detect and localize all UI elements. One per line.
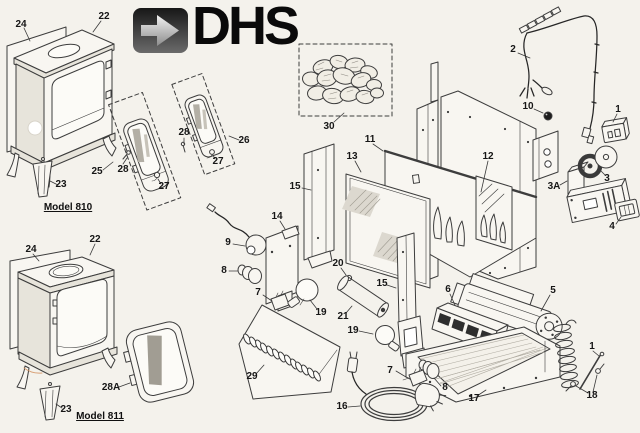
part-label-24-m810: 24 xyxy=(15,19,27,30)
coal-set-illustration xyxy=(298,43,393,117)
arrow-right-icon xyxy=(133,8,188,53)
leg-part-23-810 xyxy=(32,157,53,198)
brand-name: DHS xyxy=(192,0,300,56)
leg-part-23-811 xyxy=(39,382,61,421)
part-label-21: 21 xyxy=(337,311,349,322)
part-label-12: 12 xyxy=(482,151,494,162)
side-bracket-left-illustration xyxy=(303,143,335,269)
part-label-7-rear: 7 xyxy=(387,365,393,376)
fuel-bed-illustration xyxy=(238,304,341,400)
part-label-3a: 3A xyxy=(547,181,561,192)
part-label-8-front: 8 xyxy=(221,265,227,276)
door-panel-25 xyxy=(108,91,182,211)
part-label-27-left: 27 xyxy=(158,181,170,192)
part-label-13: 13 xyxy=(346,151,358,162)
part-label-28a: 28A xyxy=(101,382,121,393)
part-label-16: 16 xyxy=(336,401,348,412)
fan-and-control-illustration xyxy=(532,130,640,224)
door-panel-26 xyxy=(171,73,236,176)
part-label-30: 30 xyxy=(323,121,335,132)
part-label-10: 10 xyxy=(522,101,534,112)
part-label-19-rear: 19 xyxy=(347,325,359,336)
part-label-18: 18 xyxy=(586,390,598,401)
part-label-19-front: 19 xyxy=(315,307,327,318)
part-label-8-rear: 8 xyxy=(442,382,448,393)
part-label-15-left: 15 xyxy=(289,181,301,192)
door-screws-and-latches xyxy=(122,141,215,182)
part-label-24-m811: 24 xyxy=(25,244,37,255)
heater-assembly-illustration xyxy=(450,273,563,340)
part-label-5: 5 xyxy=(550,285,556,296)
spring-and-screws-illustration xyxy=(553,319,605,392)
stove-811-illustration xyxy=(9,249,118,421)
part-label-6: 6 xyxy=(445,284,451,295)
rear-lamp-illustration xyxy=(375,325,440,387)
spinner-assembly-illustration xyxy=(206,203,389,318)
thermal-switch-illustration xyxy=(601,117,630,144)
part-label-27-right: 27 xyxy=(212,156,224,167)
part-label-22-m811: 22 xyxy=(89,234,101,245)
model-811-caption: Model 811 xyxy=(76,411,124,422)
part-label-1-spring: 1 xyxy=(589,341,595,352)
grommet-illustration xyxy=(543,111,553,121)
part-label-25: 25 xyxy=(91,166,103,177)
part-label-28-right: 28 xyxy=(178,127,190,138)
flame-effect-panel-illustration xyxy=(475,175,513,251)
side-bracket-right-illustration xyxy=(396,232,427,369)
model-810-caption: Model 810 xyxy=(43,202,93,213)
part-label-23-m810: 23 xyxy=(55,179,67,190)
door-panel-28a xyxy=(123,321,195,403)
part-label-14: 14 xyxy=(271,211,283,222)
part-label-20: 20 xyxy=(332,258,344,269)
stove-810-illustration xyxy=(6,26,117,198)
part-label-4: 4 xyxy=(609,221,615,232)
part-label-29: 29 xyxy=(246,371,258,382)
part-label-3: 3 xyxy=(604,173,610,184)
part-label-2: 2 xyxy=(510,44,516,55)
part-label-15-right: 15 xyxy=(376,278,388,289)
brand-badge xyxy=(133,8,188,53)
part-label-11: 11 xyxy=(364,134,376,145)
part-label-22-m810: 22 xyxy=(98,11,110,22)
power-cord-illustration xyxy=(346,351,447,422)
wiring-harness-illustration xyxy=(518,6,600,145)
part-label-17: 17 xyxy=(468,393,480,404)
part-label-1-switch: 1 xyxy=(615,104,621,115)
leader-lines xyxy=(23,20,622,409)
part-label-28-left: 28 xyxy=(117,164,129,175)
part-label-23-m811: 23 xyxy=(60,404,72,415)
part-label-9: 9 xyxy=(225,237,231,248)
part-label-7-front: 7 xyxy=(255,287,261,298)
part-label-26: 26 xyxy=(238,135,250,146)
